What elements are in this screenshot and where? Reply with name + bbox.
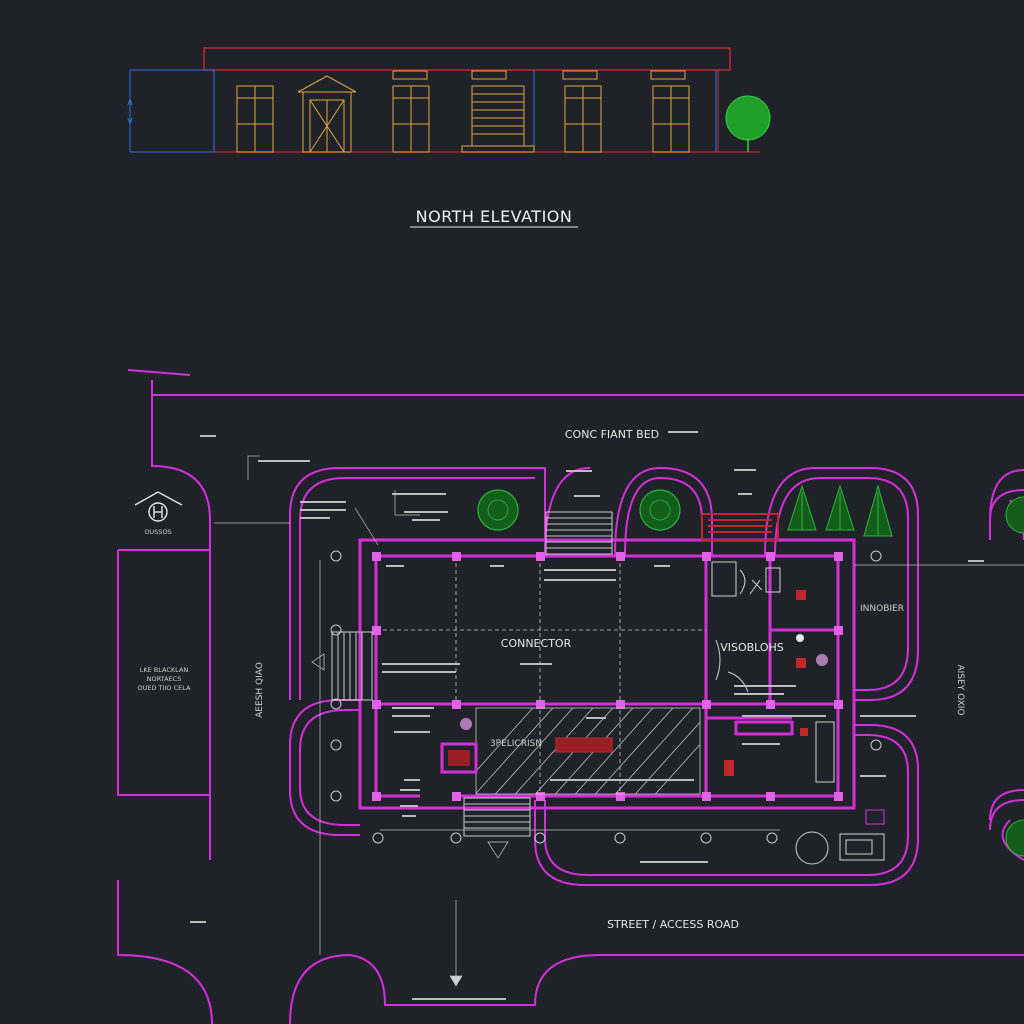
label-hatched-room: 3PELICRISN [490,739,542,749]
elevation-rollup-door [461,85,535,153]
plan-trees [477,484,1024,857]
tree-conifer [863,484,893,537]
label-connector: CONNECTOR [501,637,572,650]
elevation-entrance-door [297,75,357,153]
north-symbol-label: OUSSOS [144,528,171,536]
label-left-box-2: NORTAECS [147,675,182,683]
plant-bed-bottom-right [534,724,919,886]
label-right-room: INNOBIER [860,604,904,614]
plant-bed-bottom-left [289,699,360,836]
elevation-roof [203,47,731,71]
label-top-bed: CONC FIANT BED [565,428,659,441]
elevation-plaques [392,70,686,80]
tree-conifer [825,484,855,531]
building-outline [358,538,856,810]
elevation-wall [213,69,719,153]
structural-columns [372,552,843,801]
elevation-tree [725,95,771,152]
plant-bed-right-edge [989,489,1024,831]
annotation-marks [190,431,984,1000]
north-elevation: NORTH ELEVATION [127,47,771,228]
elevation-window [392,85,430,153]
site-plan: OUSSOS CONC FIANT BED CONNECTOR VISOBLOH… [117,369,1024,1024]
elevation-window [236,85,274,153]
north-symbol-icon [134,491,183,522]
red-accent-elements [701,513,779,541]
elevation-window [564,85,602,153]
elevation-dimension [129,69,215,153]
label-street: STREET / ACCESS ROAD [607,918,739,931]
tree-round [639,489,681,531]
label-left-box-3: OUED TIIO CELA [138,684,191,692]
elevation-title: NORTH ELEVATION [416,207,573,226]
property-line [151,380,1024,860]
label-right-road: AISEY OXIO [955,665,965,716]
stairs [331,511,613,837]
elevation-window [652,85,690,153]
tree-round [477,489,519,531]
tree-conifer [787,484,817,531]
label-vestibule: VISOBLOHS [720,641,784,654]
label-left-box-1: LKE BLACKLAN [140,666,189,674]
label-left-road: AEESH QIAO [255,662,265,718]
tree-edge [1005,496,1024,857]
plant-bed-top-right [764,467,919,701]
bottom-road-curb [289,953,1024,1024]
grid-bubbles [330,550,882,844]
left-road-edge [117,549,213,1024]
